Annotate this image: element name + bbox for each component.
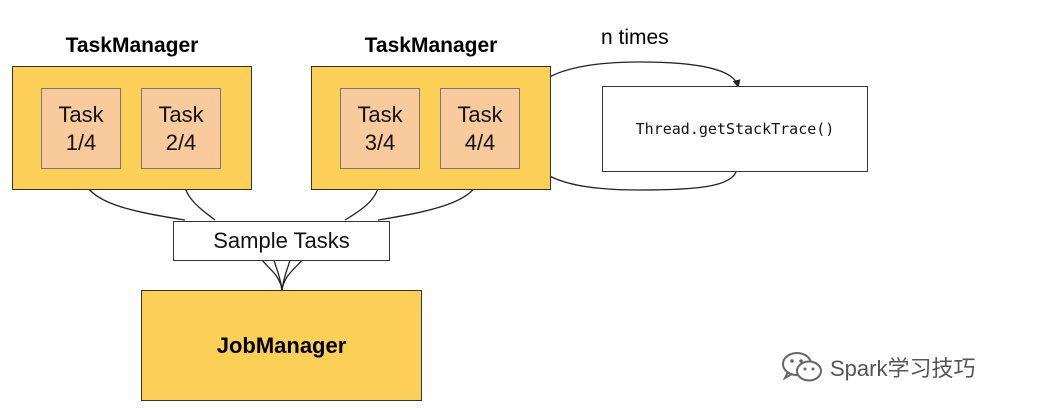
taskmanager-1-title: TaskManager xyxy=(65,34,199,57)
task-4-box: Task 4/4 xyxy=(440,88,520,169)
task-2-fraction: 2/4 xyxy=(165,129,197,155)
watermark: Spark学习技巧 xyxy=(780,350,975,384)
sample-tasks-label: Sample Tasks xyxy=(213,228,350,253)
task-3-box: Task 3/4 xyxy=(340,88,420,169)
link-jobmanager-sample-4 xyxy=(281,259,303,291)
task-2-label: Task xyxy=(158,101,204,127)
loop-label: n times xyxy=(601,26,669,49)
jobmanager-box: JobManager xyxy=(141,290,422,401)
watermark-text: Spark学习技巧 xyxy=(830,356,976,381)
task-1-fraction: 1/4 xyxy=(65,129,97,155)
task-3-label: Task xyxy=(357,101,403,127)
task-2-box: Task 2/4 xyxy=(141,88,221,169)
task-1-label: Task xyxy=(58,101,104,127)
sample-tasks-box: Sample Tasks xyxy=(173,221,390,261)
jobmanager-label: JobManager xyxy=(216,332,347,358)
task-4-label: Task xyxy=(457,101,503,127)
stack-trace-box: Thread.getStackTrace() xyxy=(602,86,868,172)
taskmanager-2-title: TaskManager xyxy=(364,34,498,57)
task-4-fraction: 4/4 xyxy=(464,129,496,155)
wechat-icon xyxy=(782,352,822,382)
task-3-fraction: 3/4 xyxy=(364,129,396,155)
link-jobmanager-sample-2 xyxy=(273,259,283,291)
task-1-box: Task 1/4 xyxy=(41,88,121,169)
stack-trace-call: Thread.getStackTrace() xyxy=(635,120,835,138)
